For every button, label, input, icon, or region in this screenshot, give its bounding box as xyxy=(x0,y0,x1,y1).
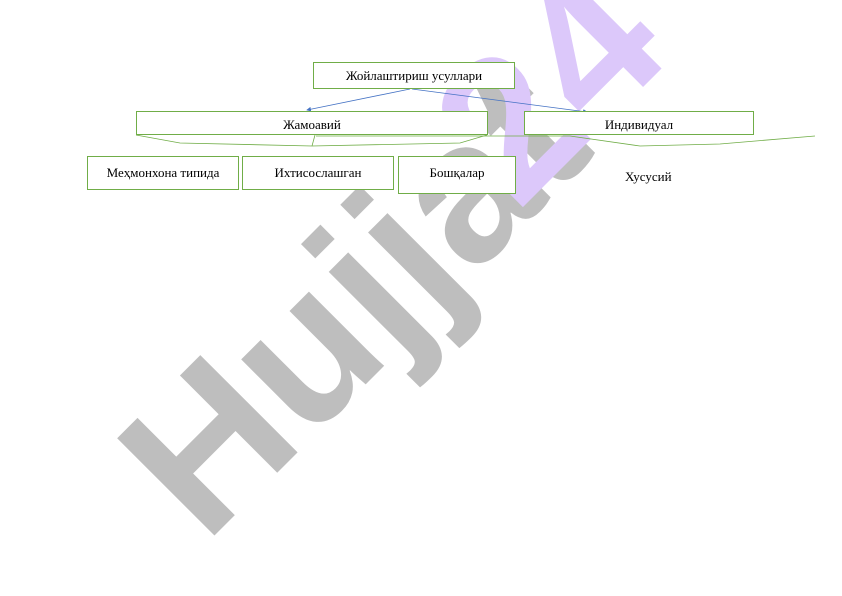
node-mehmonxona-tipida: Меҳмонхона типида xyxy=(87,156,239,190)
root-node: Жойлаштириш усуллари xyxy=(313,62,515,89)
node-boshqalar: Бошқалар xyxy=(398,156,516,194)
node-individual-label: Индивидуал xyxy=(604,117,674,132)
bracket-individual xyxy=(316,135,816,147)
bracket-jamoaviy xyxy=(135,134,488,147)
node-ixtisoslashgan-label: Ихтисослашган xyxy=(274,165,362,180)
root-node-label: Жойлаштириш усуллари xyxy=(345,67,483,83)
node-jamoaviy-label: Жамоавий xyxy=(283,117,341,132)
node-xususiy-label: Хусусий xyxy=(625,169,672,184)
node-xususiy: Хусусий xyxy=(625,169,672,185)
arrow-to-jamoaviy xyxy=(306,88,411,112)
node-mehmonxona-tipida-label: Меҳмонхона типида xyxy=(106,165,220,180)
node-jamoaviy: Жамоавий xyxy=(136,111,488,135)
watermark-word: Hujjat xyxy=(78,25,629,576)
node-ixtisoslashgan: Ихтисослашган xyxy=(242,156,394,190)
node-individual: Индивидуал xyxy=(524,111,754,135)
arrow-to-individual xyxy=(411,88,588,114)
node-boshqalar-label: Бошқалар xyxy=(429,165,485,180)
